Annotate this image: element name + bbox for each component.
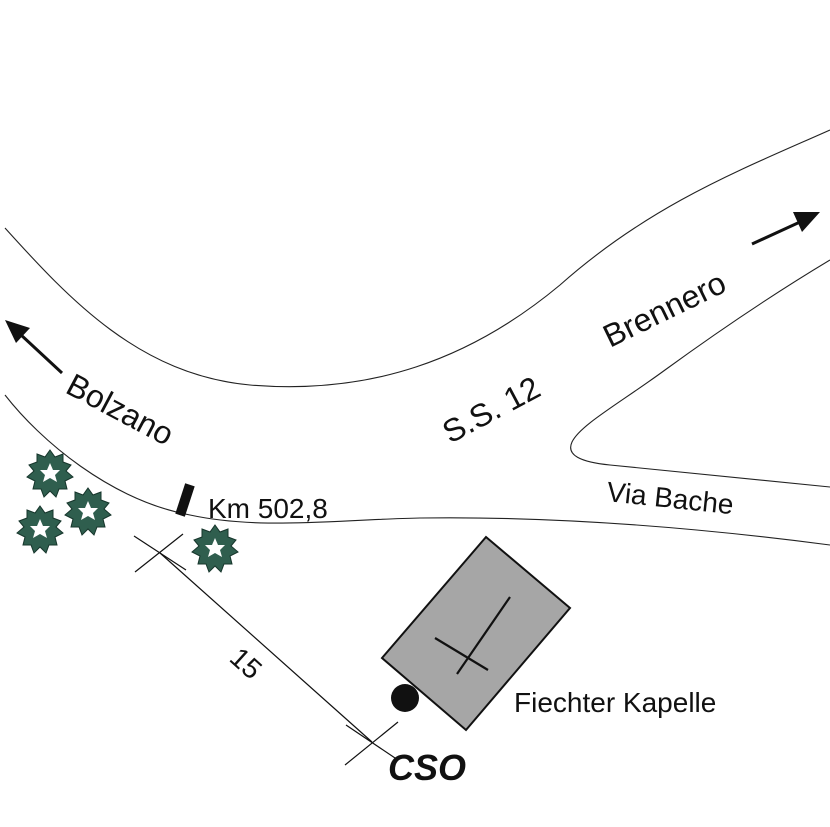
road-upper-edge (4, 129, 830, 388)
label-distance: 15 (224, 641, 268, 685)
road-lower-edge (4, 394, 830, 546)
arrow-bolzano-icon (5, 320, 64, 375)
label-chapel: Fiechter Kapelle (514, 687, 716, 718)
label-km-marker: Km 502,8 (208, 493, 328, 524)
arrow-brennero-icon (751, 212, 820, 246)
label-road-name: S.S. 12 (436, 369, 546, 450)
km-marker-post (175, 483, 195, 517)
station-dot-icon (391, 684, 419, 712)
tree-icon (64, 487, 112, 536)
tree-icon (16, 505, 64, 554)
label-brennero: Brennero (597, 264, 731, 354)
label-station: CSO (388, 747, 466, 788)
tree-icon (26, 449, 74, 498)
cross-icon (434, 596, 511, 675)
chapel-building (380, 535, 572, 732)
tree-icon (191, 524, 239, 573)
label-via-bache: Via Bache (605, 476, 735, 520)
label-bolzano: Bolzano (61, 366, 180, 452)
road-branch-edge (570, 259, 830, 488)
distance-line (133, 533, 399, 766)
